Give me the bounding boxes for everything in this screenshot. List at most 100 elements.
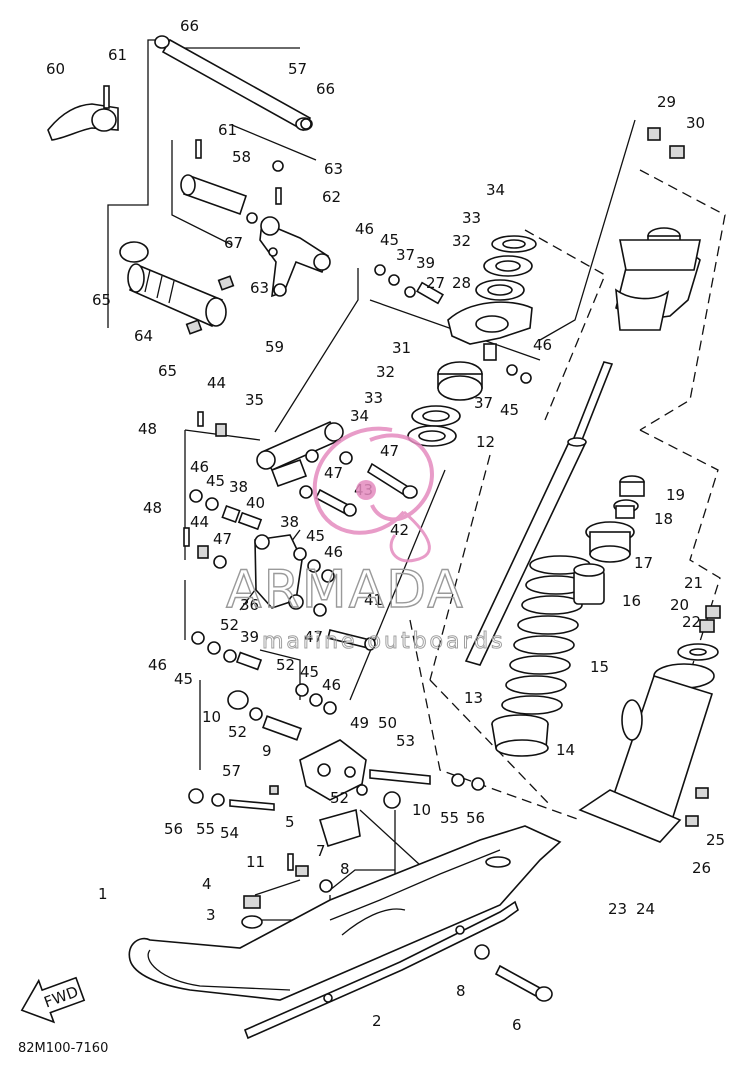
callout-55: 55 xyxy=(440,809,459,827)
ski xyxy=(128,825,562,1040)
callout-35: 35 xyxy=(245,391,264,409)
callout-13: 13 xyxy=(464,689,483,707)
callout-46: 46 xyxy=(355,220,374,238)
callout-65: 65 xyxy=(158,362,177,380)
callout-52: 52 xyxy=(330,789,349,807)
callout-4: 4 xyxy=(202,875,212,893)
callout-21: 21 xyxy=(684,574,703,592)
callout-54: 54 xyxy=(220,824,239,842)
callout-33: 33 xyxy=(462,209,481,227)
callout-10: 10 xyxy=(202,708,221,726)
callout-41: 41 xyxy=(364,591,383,609)
callout-61: 61 xyxy=(108,46,127,64)
callout-29: 29 xyxy=(657,93,676,111)
callout-20: 20 xyxy=(670,596,689,614)
callout-45: 45 xyxy=(380,231,399,249)
callout-63: 63 xyxy=(250,279,269,297)
callout-8: 8 xyxy=(456,982,466,1000)
callout-5: 5 xyxy=(285,813,295,831)
callout-44: 44 xyxy=(207,374,226,392)
callout-37: 37 xyxy=(474,394,493,412)
callout-52: 52 xyxy=(228,723,247,741)
callout-48: 48 xyxy=(143,499,162,517)
callout-6: 6 xyxy=(512,1016,522,1034)
callout-39: 39 xyxy=(416,254,435,272)
callout-44: 44 xyxy=(190,513,209,531)
callout-42: 42 xyxy=(390,521,409,539)
callout-45: 45 xyxy=(300,663,319,681)
callout-61: 61 xyxy=(218,121,237,139)
callout-57: 57 xyxy=(288,60,307,78)
callout-47: 47 xyxy=(324,464,343,482)
callout-64: 64 xyxy=(134,327,153,345)
watermark-brand: ARMADA xyxy=(226,560,465,620)
callout-52: 52 xyxy=(220,616,239,634)
callout-labels: 66 61 57 60 66 29 30 61 58 63 62 67 34 3… xyxy=(46,17,725,1034)
callout-16: 16 xyxy=(622,592,641,610)
callout-26: 26 xyxy=(692,859,711,877)
callout-34: 34 xyxy=(350,407,369,425)
callout-65: 65 xyxy=(92,291,111,309)
callout-66: 66 xyxy=(316,80,335,98)
callout-67: 67 xyxy=(224,234,243,252)
callout-46: 46 xyxy=(190,458,209,476)
callout-57: 57 xyxy=(222,762,241,780)
callout-9: 9 xyxy=(262,742,272,760)
callout-58: 58 xyxy=(232,148,251,166)
fwd-arrow: FWD xyxy=(20,976,86,1024)
callout-46: 46 xyxy=(324,543,343,561)
callout-56: 56 xyxy=(164,820,183,838)
callout-47: 47 xyxy=(380,442,399,460)
callout-25: 25 xyxy=(706,831,725,849)
callout-45: 45 xyxy=(500,401,519,419)
callout-36: 36 xyxy=(240,596,259,614)
callout-62: 62 xyxy=(322,188,341,206)
callout-59: 59 xyxy=(265,338,284,356)
callout-14: 14 xyxy=(556,741,575,759)
callout-31: 31 xyxy=(392,339,411,357)
callout-23: 23 xyxy=(608,900,627,918)
callout-30: 30 xyxy=(686,114,705,132)
callout-3: 3 xyxy=(206,906,216,924)
callout-19: 19 xyxy=(666,486,685,504)
callout-48: 48 xyxy=(138,420,157,438)
callout-49: 49 xyxy=(350,714,369,732)
callout-39: 39 xyxy=(240,628,259,646)
callout-52: 52 xyxy=(276,656,295,674)
callout-63: 63 xyxy=(324,160,343,178)
upper-arm-assembly xyxy=(47,35,331,335)
callout-37: 37 xyxy=(396,246,415,264)
callout-32: 32 xyxy=(452,232,471,250)
callout-28: 28 xyxy=(452,274,471,292)
shock-absorber xyxy=(464,127,721,843)
callout-56: 56 xyxy=(466,809,485,827)
callout-7: 7 xyxy=(316,842,326,860)
callout-46: 46 xyxy=(148,656,167,674)
callout-1: 1 xyxy=(98,885,108,903)
callout-47: 47 xyxy=(213,530,232,548)
callout-60: 60 xyxy=(46,60,65,78)
callout-11: 11 xyxy=(246,853,265,871)
lower-bracket xyxy=(188,739,485,893)
watermark-logo xyxy=(312,426,434,563)
callout-66: 66 xyxy=(180,17,199,35)
callout-55: 55 xyxy=(196,820,215,838)
callout-38: 38 xyxy=(280,513,299,531)
callout-45: 45 xyxy=(174,670,193,688)
callout-47: 47 xyxy=(304,628,323,646)
callout-53: 53 xyxy=(396,732,415,750)
callout-8: 8 xyxy=(340,860,350,878)
spring xyxy=(501,555,591,715)
callout-45: 45 xyxy=(206,472,225,490)
callout-17: 17 xyxy=(634,554,653,572)
callout-32: 32 xyxy=(376,363,395,381)
callout-40: 40 xyxy=(246,494,265,512)
callout-38: 38 xyxy=(229,478,248,496)
callout-12: 12 xyxy=(476,433,495,451)
callout-22: 22 xyxy=(682,613,701,631)
callout-46: 46 xyxy=(533,336,552,354)
callout-45: 45 xyxy=(306,527,325,545)
callout-33: 33 xyxy=(364,389,383,407)
callout-15: 15 xyxy=(590,658,609,676)
